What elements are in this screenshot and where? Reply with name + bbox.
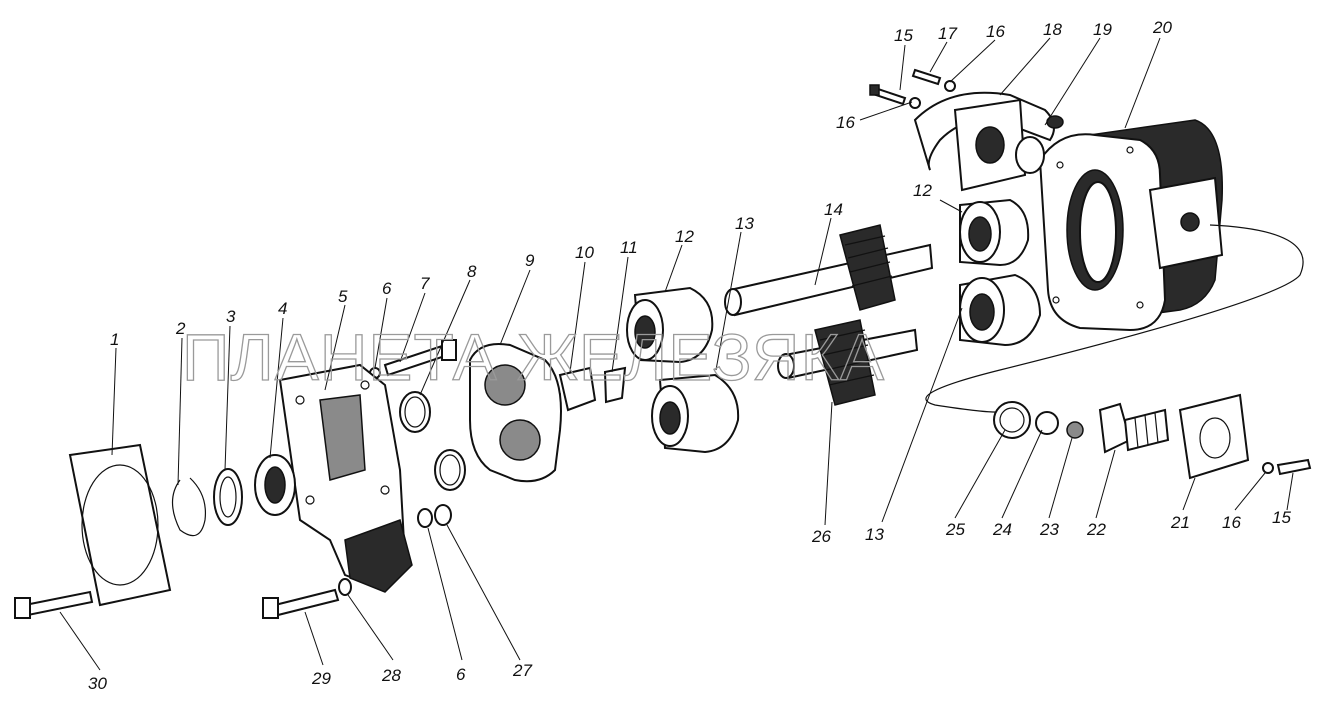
callout-16: 16 <box>836 113 855 132</box>
callout-19: 19 <box>1093 20 1112 39</box>
callout-16-top: 16 <box>986 22 1005 41</box>
bolt-29 <box>262 504 452 619</box>
callout-labels: 1 2 3 4 5 6 7 8 9 10 11 12 13 14 15 16 1… <box>88 18 1291 693</box>
callout-21: 21 <box>1170 513 1190 532</box>
callout-3: 3 <box>226 307 236 326</box>
callout-6-lower: 6 <box>456 665 466 684</box>
shaft-seal <box>254 454 296 516</box>
left-bushings <box>626 286 740 454</box>
callout-12-right: 12 <box>913 181 932 200</box>
callout-13: 13 <box>735 214 754 233</box>
callout-17: 17 <box>938 24 957 43</box>
callout-5: 5 <box>338 287 348 306</box>
callout-15-right: 15 <box>1272 508 1291 527</box>
driven-gear-shaft <box>777 319 919 406</box>
seal-10 <box>558 366 597 412</box>
ring-3 <box>213 468 243 526</box>
callout-23: 23 <box>1039 520 1059 539</box>
callout-26: 26 <box>811 527 831 546</box>
callout-13-right: 13 <box>865 525 884 544</box>
callout-28: 28 <box>381 666 401 685</box>
bolt-30 <box>14 590 94 619</box>
callout-16-right: 16 <box>1222 513 1241 532</box>
callout-11: 11 <box>620 238 638 257</box>
callout-29: 29 <box>311 669 331 688</box>
outlet-flange <box>913 91 1064 192</box>
callout-10: 10 <box>575 243 594 262</box>
callout-30: 30 <box>88 674 107 693</box>
pump-housing <box>1038 119 1224 332</box>
circlip-2 <box>171 477 207 537</box>
callout-6: 6 <box>382 279 392 298</box>
callout-2: 2 <box>175 319 186 338</box>
fitting-parts <box>993 393 1312 480</box>
callout-1: 1 <box>110 330 119 349</box>
gasket-1 <box>68 443 172 607</box>
callout-9: 9 <box>525 251 535 270</box>
callout-4: 4 <box>278 299 287 318</box>
callout-24: 24 <box>992 520 1012 539</box>
leader-lines <box>59 37 1294 671</box>
seal-11 <box>603 366 627 404</box>
drive-gear-shaft <box>724 224 934 317</box>
callout-14: 14 <box>824 200 843 219</box>
watermark: ПЛАНЕТА ЖЕЛЕЗЯКА <box>182 320 885 394</box>
pump-cover <box>278 363 413 593</box>
callout-18: 18 <box>1043 20 1062 39</box>
callout-7: 7 <box>420 274 430 293</box>
callout-22: 22 <box>1086 520 1106 539</box>
callout-25: 25 <box>945 520 965 539</box>
right-bushings <box>959 198 1042 347</box>
callout-27: 27 <box>512 661 532 680</box>
callout-12: 12 <box>675 227 694 246</box>
callout-8: 8 <box>467 262 477 281</box>
callout-15: 15 <box>894 26 913 45</box>
top-bolts <box>869 68 956 109</box>
intermediate-plate <box>469 343 562 483</box>
bolt-7 <box>369 339 457 379</box>
callout-20: 20 <box>1152 18 1172 37</box>
